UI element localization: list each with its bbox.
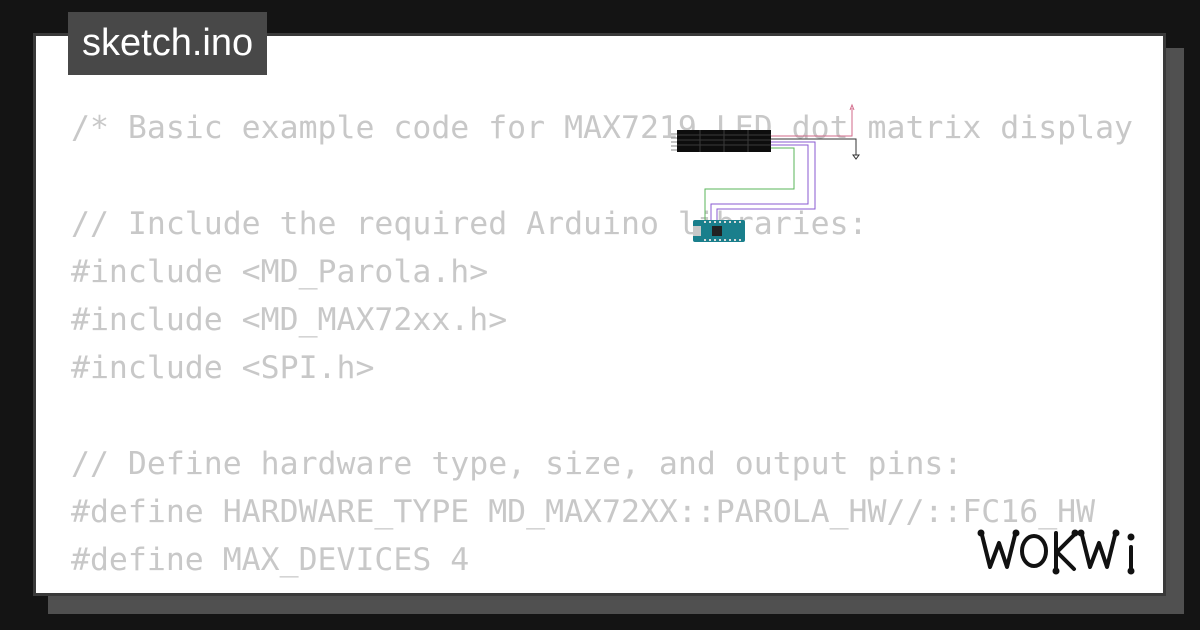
preview-card: /* Basic example code for MAX7219 LED do…: [33, 33, 1166, 596]
code-editor: /* Basic example code for MAX7219 LED do…: [71, 104, 1133, 593]
vcc-symbol: [849, 103, 855, 111]
matrix-pins-left: [671, 133, 677, 151]
led-matrix-grid: [677, 130, 771, 152]
code-line: #define MAX_DEVICES 4: [71, 542, 470, 578]
code-line: [71, 152, 1133, 200]
ground-symbol: [852, 154, 860, 160]
usb-port: [693, 226, 701, 236]
code-line: #include <MD_Parola.h>: [71, 254, 489, 290]
code-line: // Define hardware type, size, and outpu…: [71, 446, 963, 482]
code-line: // Include the required Arduino librarie…: [71, 206, 868, 242]
wire-din: [716, 141, 816, 226]
circuit-diagram: [671, 103, 860, 242]
wire-gnd: [771, 138, 857, 155]
wokwi-logo: [977, 529, 1135, 575]
wire-vcc: [771, 108, 853, 137]
wire-clk: [710, 144, 809, 226]
code-line: #include <MD_MAX72xx.h>: [71, 302, 508, 338]
nano-pins: [704, 221, 741, 241]
code-line: [71, 392, 1133, 440]
code-line: #define HARDWARE_TYPE MD_MAX72XX::PAROLA…: [71, 494, 1096, 530]
microcontroller-chip: [712, 226, 722, 236]
code-line: /* Basic example code for MAX7219 LED do…: [71, 110, 1133, 146]
code-line: #include <SPI.h>: [71, 350, 375, 386]
wire-cs: [704, 147, 795, 226]
code-line: #define CS_PIN 3: [71, 584, 1133, 593]
file-tab[interactable]: sketch.ino: [68, 12, 268, 75]
